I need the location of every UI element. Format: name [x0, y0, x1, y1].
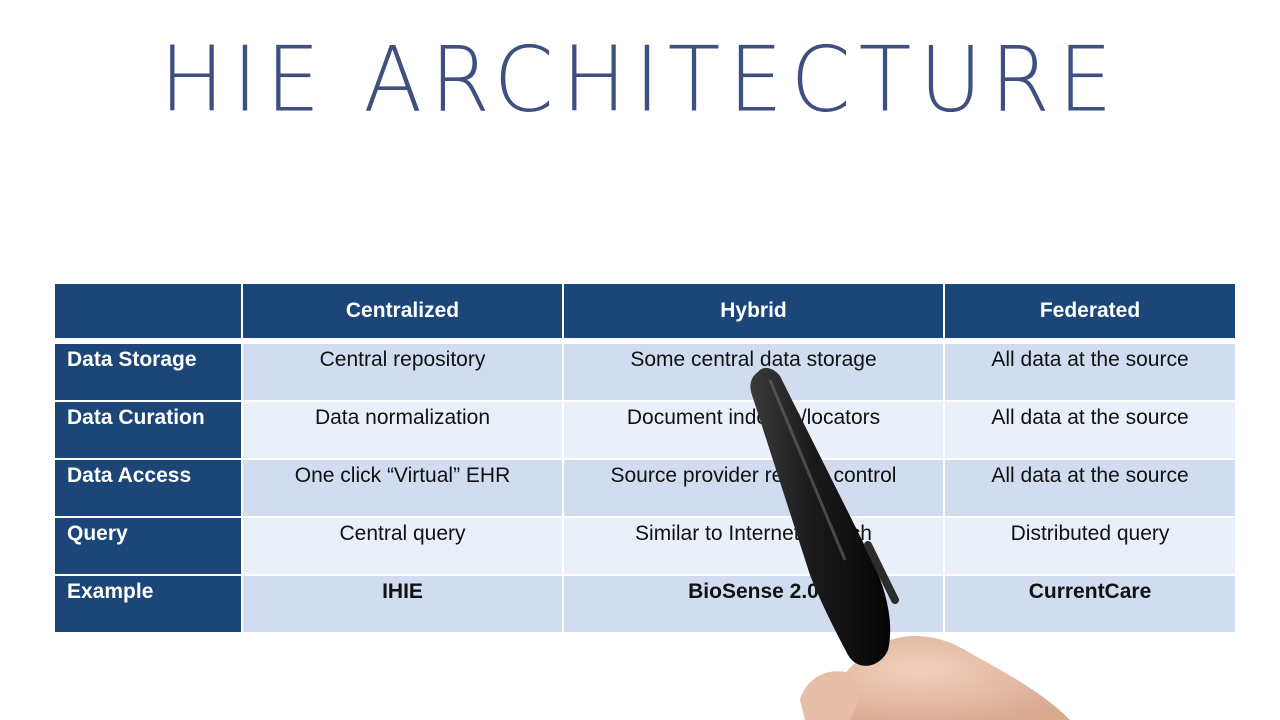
finger-shape	[800, 671, 858, 720]
row-label: Data Storage	[55, 341, 243, 402]
table-row: Data Access One click “Virtual” EHR Sour…	[55, 459, 1235, 518]
row-label: Data Curation	[55, 401, 243, 460]
table-row: Data Curation Data normalization Documen…	[55, 401, 1235, 460]
hand-shape	[820, 635, 1070, 720]
table-row: Query Central query Similar to Internet …	[55, 517, 1235, 576]
header-federated: Federated	[944, 284, 1235, 344]
table-cell: Central repository	[242, 341, 564, 402]
page-title: HIE ARCHITECTURE	[159, 27, 1121, 133]
table-cell: Central query	[242, 517, 564, 576]
table-cell: Source provider retains control	[563, 459, 945, 518]
header-hybrid: Hybrid	[563, 284, 945, 344]
header-centralized: Centralized	[242, 284, 564, 344]
header-corner	[55, 284, 243, 344]
table-cell: Distributed query	[944, 517, 1235, 576]
row-label: Data Access	[55, 459, 243, 518]
row-label: Query	[55, 517, 243, 576]
table-cell: All data at the source	[944, 401, 1235, 460]
table-cell: BioSense 2.0	[563, 575, 945, 634]
hie-architecture-table: Centralized Hybrid Federated Data Storag…	[55, 284, 1235, 634]
table-header-row: Centralized Hybrid Federated	[55, 284, 1235, 344]
table-cell: IHIE	[242, 575, 564, 634]
table-row: Data Storage Central repository Some cen…	[55, 341, 1235, 402]
table-cell: Data normalization	[242, 401, 564, 460]
table-cell: All data at the source	[944, 341, 1235, 402]
table-cell: Similar to Internet Search	[563, 517, 945, 576]
table-cell: All data at the source	[944, 459, 1235, 518]
table-cell: Document indexes/locators	[563, 401, 945, 460]
table-cell: Some central data storage	[563, 341, 945, 402]
table-cell: CurrentCare	[944, 575, 1235, 634]
table-row: Example IHIE BioSense 2.0 CurrentCare	[55, 575, 1235, 634]
table-cell: One click “Virtual” EHR	[242, 459, 564, 518]
row-label: Example	[55, 575, 243, 634]
